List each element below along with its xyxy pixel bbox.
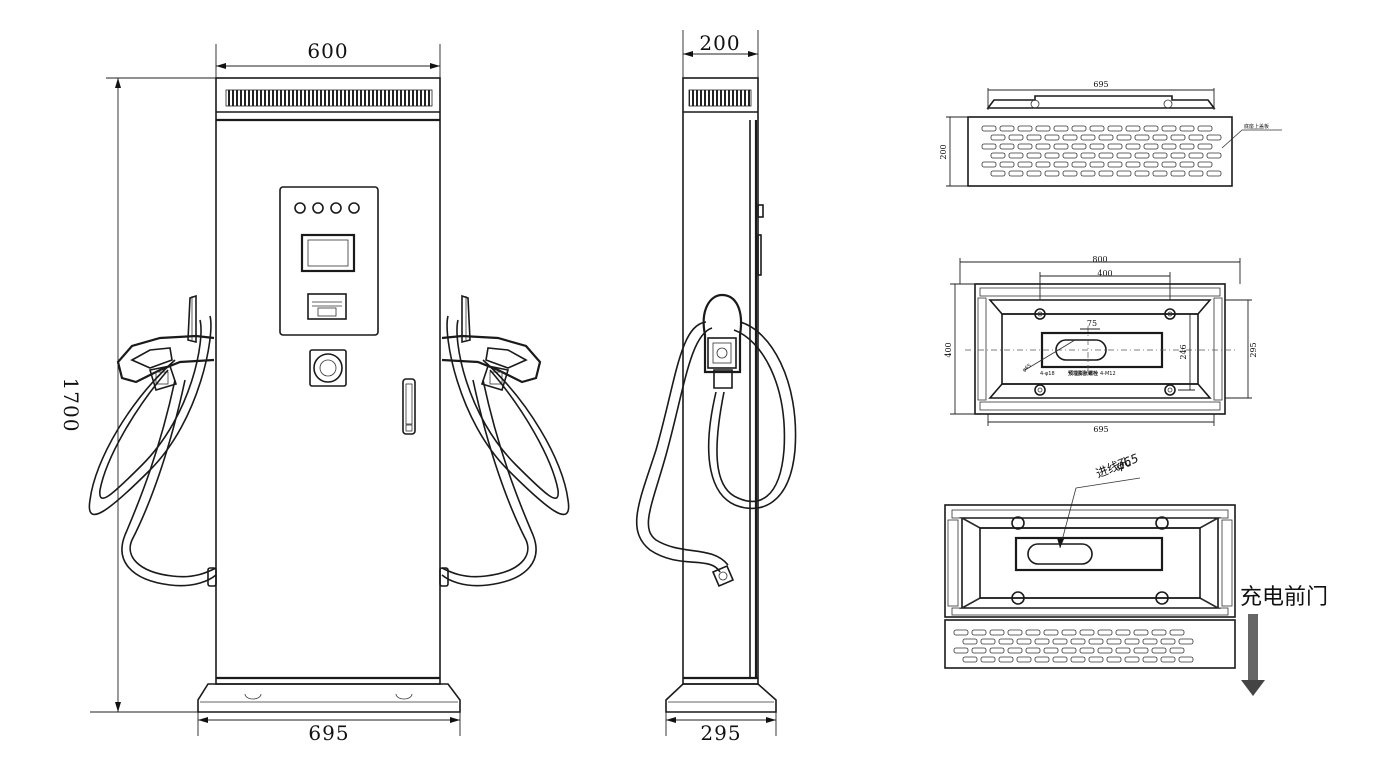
cable-inlet-diameter-label: φ65 xyxy=(1114,451,1141,473)
top-cover-slots xyxy=(981,125,1222,177)
front-base xyxy=(197,683,461,713)
base-cover-slots xyxy=(953,629,1194,663)
front-cabinet-body xyxy=(215,77,441,685)
side-width-label: 200 xyxy=(699,31,740,55)
foundation-bolt-note-suffix: 4-M12 xyxy=(1100,371,1116,377)
side-cabinet-body xyxy=(682,77,759,685)
side-view: 200 295 xyxy=(635,30,797,745)
foundation-outer-width-label: 800 xyxy=(1092,255,1107,264)
plan-foundation: 800 400 75 φ65 4-φ18 预埋膨胀螺栓 4-M12 xyxy=(944,255,1258,434)
foundation-slots xyxy=(977,287,1223,411)
front-view: 600 1700 xyxy=(59,39,570,745)
foundation-outer-frame xyxy=(974,283,1226,415)
foundation-bolt-note: 预埋膨胀螺栓 xyxy=(1068,370,1098,377)
display-screen xyxy=(300,233,356,273)
foundation-inner-width-label: 695 xyxy=(1093,425,1108,434)
foundation-bolt-spacing-y-label: 246 xyxy=(1179,344,1188,359)
emergency-stop xyxy=(309,349,347,387)
foundation-slot-width-label: 75 xyxy=(1087,319,1097,328)
front-width-label: 600 xyxy=(307,39,348,63)
front-base-label: 695 xyxy=(308,721,349,745)
foundation-bolt-note-prefix: 4-φ18 xyxy=(1040,371,1055,377)
front-control-panel xyxy=(279,186,379,336)
front-door-label: 充电前门 xyxy=(1240,585,1328,610)
front-height-dimension: 1700 xyxy=(59,77,216,713)
plan-base: 进线孔 φ65 充电前门 xyxy=(944,451,1328,696)
top-cover-note: 底座上盖板 xyxy=(1244,123,1269,130)
top-cover-plate xyxy=(967,116,1233,187)
left-charging-gun xyxy=(88,294,217,587)
card-reader xyxy=(307,293,347,320)
front-base-dimension: 695 xyxy=(197,712,461,745)
side-base-dimension: 295 xyxy=(665,712,777,745)
side-width-dimension: 200 xyxy=(682,30,759,78)
front-height-label: 1700 xyxy=(59,378,83,433)
indicator-lights xyxy=(294,202,360,214)
door-handle xyxy=(402,378,416,435)
foundation-bolt-spacing-label: 400 xyxy=(1097,269,1112,278)
top-cover-width-label: 695 xyxy=(1093,80,1108,89)
side-base-label: 295 xyxy=(700,721,741,745)
base-cover-plate xyxy=(944,619,1236,669)
side-gun-holder xyxy=(702,293,743,374)
right-charging-gun xyxy=(439,294,570,587)
base-cable-slot xyxy=(1014,536,1164,572)
foundation-hole-diameter-label: φ65 xyxy=(1021,363,1032,374)
front-door-arrow xyxy=(1241,614,1265,696)
foundation-outer-depth-label: 400 xyxy=(944,342,953,357)
top-cover-depth-label: 200 xyxy=(939,144,948,159)
front-top-vent xyxy=(225,89,433,107)
base-outer-frame xyxy=(944,504,1236,618)
plan-top-cover: 695 xyxy=(939,80,1282,187)
front-width-dimension: 600 xyxy=(215,39,441,78)
foundation-inner-depth-label: 295 xyxy=(1249,342,1258,357)
